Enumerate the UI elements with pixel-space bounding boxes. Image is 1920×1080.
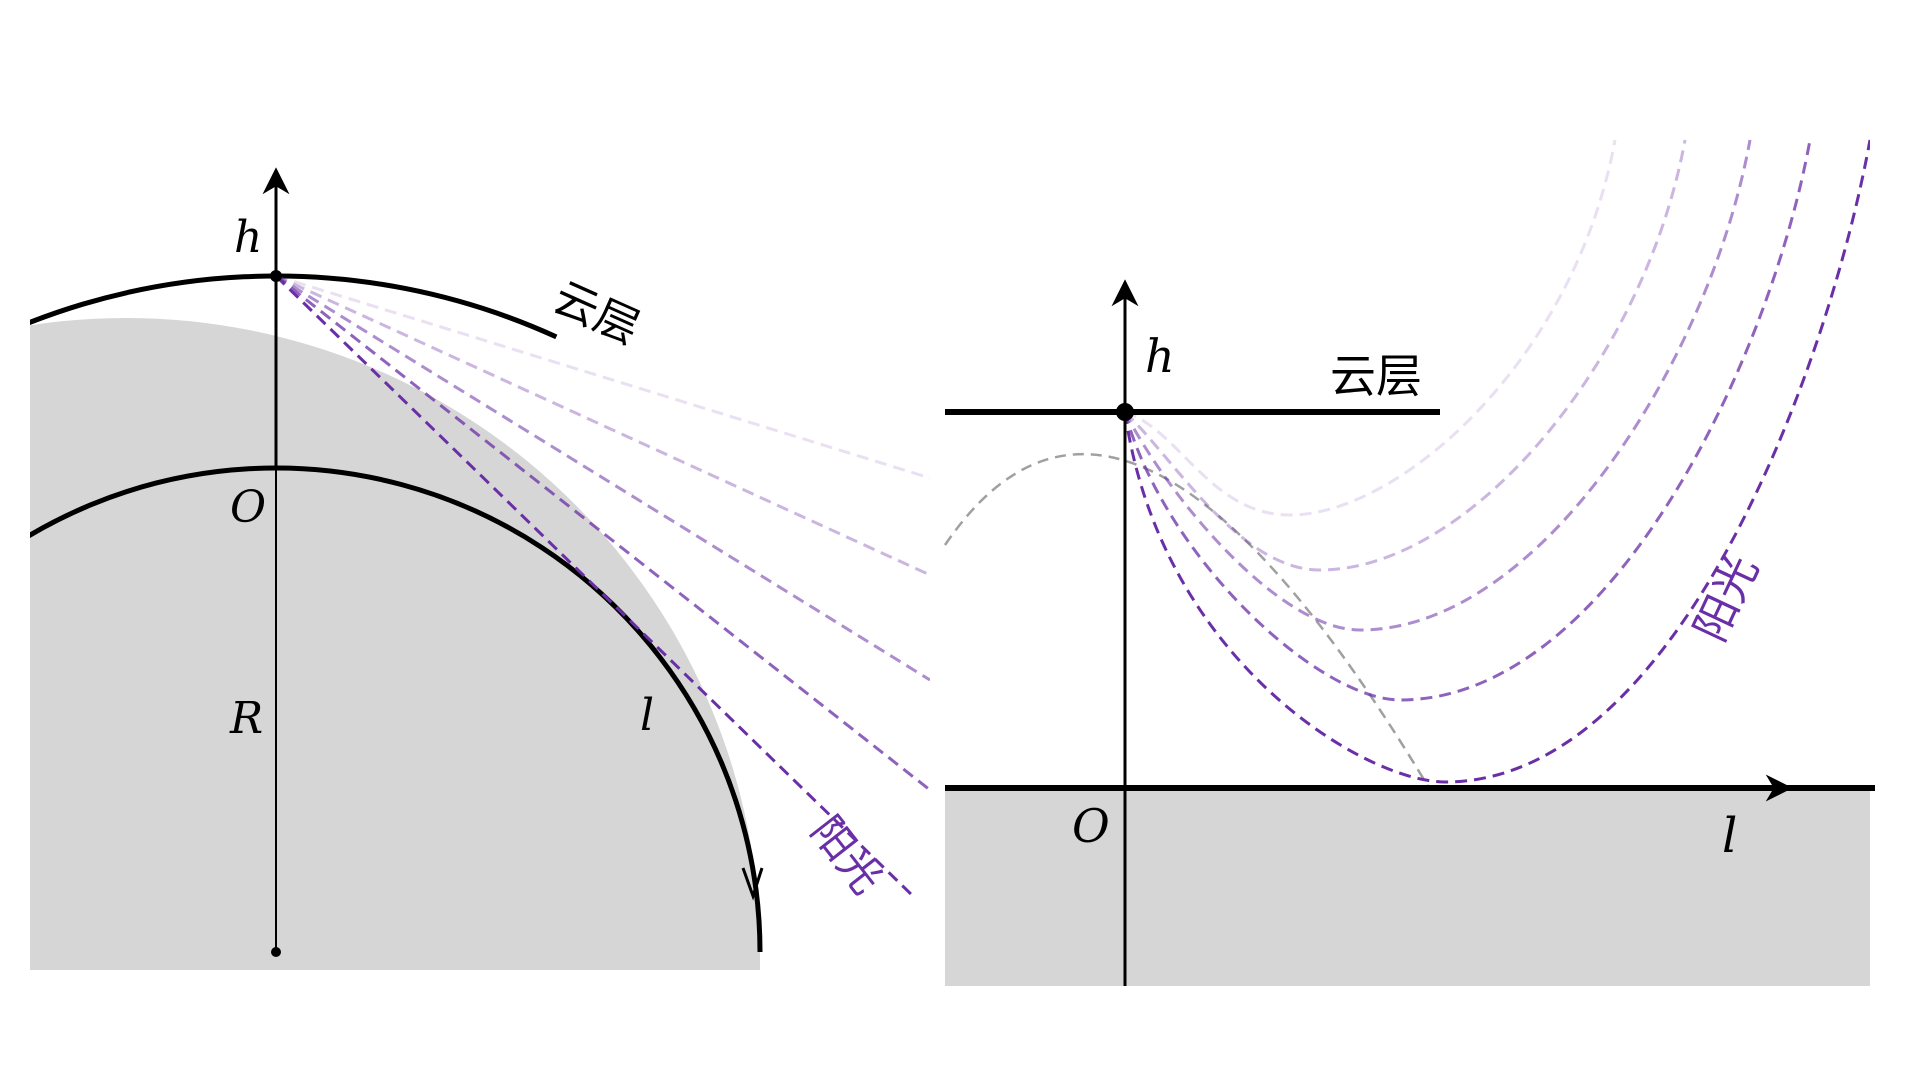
left-source-dot	[270, 270, 282, 282]
left-sun-ray	[274, 274, 917, 900]
left-cloud-label: 云层	[546, 272, 647, 354]
arc-direction-arrow	[741, 867, 764, 901]
right-panel	[943, 139, 1870, 986]
right-h-label: h	[1145, 329, 1175, 383]
right-sun-ray	[1123, 139, 1812, 702]
right-cloud-label: 云层	[1330, 349, 1422, 403]
right-sun-ray	[1124, 139, 1617, 517]
left-origin-label: O	[230, 482, 266, 533]
right-sunlight-label: 阳光	[1685, 548, 1768, 649]
cloud-layer-arc	[30, 273, 558, 340]
left-sun-ray	[275, 274, 930, 577]
left-sun-ray	[275, 274, 930, 792]
arc-length-label: l	[640, 690, 654, 741]
left-sunlight-label: 阳光	[801, 807, 891, 903]
earth-surface-arc	[30, 465, 763, 953]
right-source-dot	[1116, 403, 1134, 421]
left-sun-ray	[275, 274, 930, 480]
radius-label: R	[229, 693, 263, 744]
left-panel	[30, 273, 930, 970]
right-sunlight-rays	[1123, 139, 1870, 784]
right-sun-ray	[1123, 139, 1687, 572]
right-sun-ray	[1123, 139, 1870, 784]
left-sunlight-rays	[274, 274, 930, 900]
left-h-label: h	[234, 212, 262, 263]
right-l-label: l	[1722, 808, 1737, 864]
right-origin-label: O	[1072, 799, 1110, 853]
earth-center-dot	[271, 947, 281, 957]
right-sun-ray	[1123, 139, 1752, 632]
guide-parabola	[943, 452, 1431, 789]
ground-region	[945, 788, 1870, 986]
earth-disk	[30, 318, 760, 970]
left-sun-ray	[275, 274, 930, 682]
